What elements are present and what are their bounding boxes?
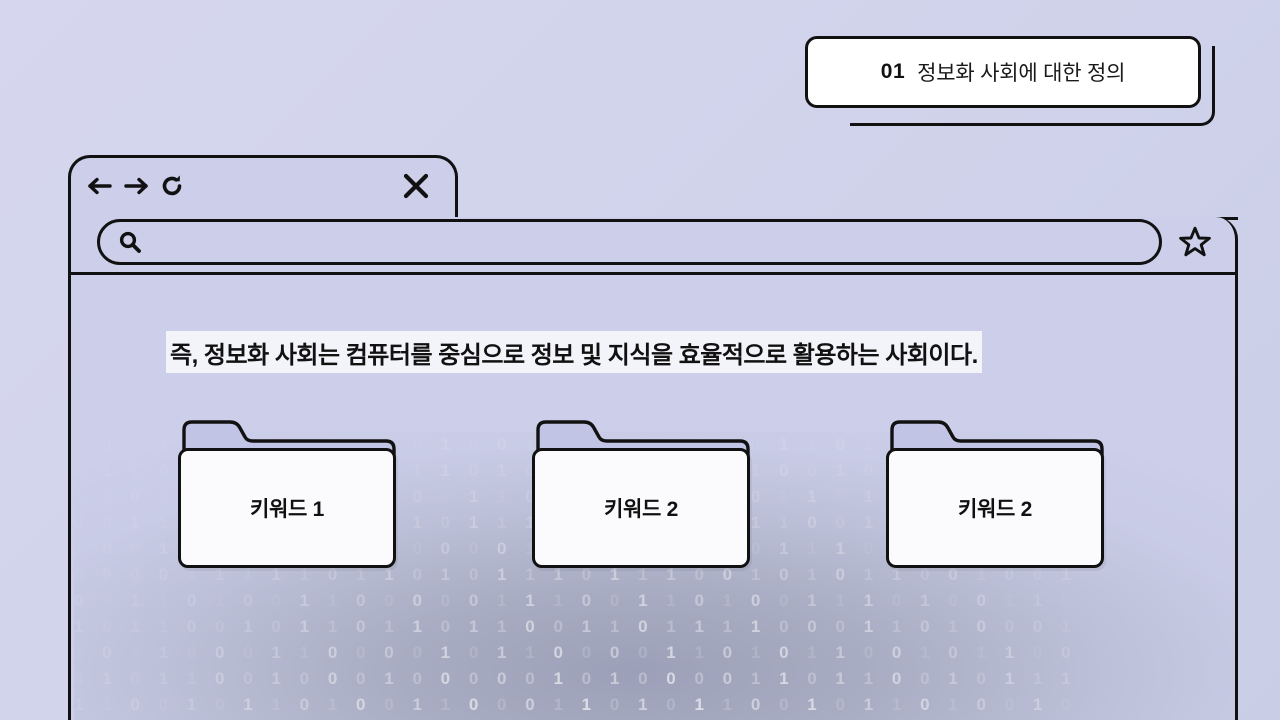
section-title-badge: 01 정보화 사회에 대한 정의 — [805, 36, 1215, 128]
arrow-left-icon[interactable] — [86, 172, 114, 200]
search-input[interactable] — [154, 232, 1058, 252]
star-icon[interactable] — [1178, 225, 1212, 259]
folder-front-panel: 키워드 2 — [886, 448, 1104, 568]
folder-label: 키워드 2 — [958, 498, 1032, 521]
browser-toolbar — [71, 212, 1235, 272]
folder-front-panel: 키워드 1 — [178, 448, 396, 568]
section-title: 정보화 사회에 대한 정의 — [917, 62, 1126, 85]
folder-card[interactable]: 키워드 1 — [176, 418, 398, 570]
browser-nav-controls — [86, 172, 186, 200]
section-number: 01 — [880, 60, 906, 83]
reload-icon[interactable] — [158, 172, 186, 200]
search-bar[interactable] — [97, 219, 1162, 265]
arrow-right-icon[interactable] — [122, 172, 150, 200]
folder-row: 키워드 1 키워드 2 키워드 2 — [176, 418, 1106, 573]
close-icon[interactable] — [400, 170, 432, 202]
headline-text: 즉, 정보화 사회는 컴퓨터를 중심으로 정보 및 지식을 효율적으로 활용하는… — [170, 341, 978, 369]
search-icon — [118, 230, 142, 254]
folder-card[interactable]: 키워드 2 — [530, 418, 752, 570]
folder-label: 키워드 1 — [250, 498, 324, 521]
tab-join-mask — [71, 215, 431, 221]
title-badge-box: 01 정보화 사회에 대한 정의 — [805, 36, 1201, 108]
folder-label: 키워드 2 — [604, 498, 678, 521]
toolbar-divider — [71, 272, 1235, 275]
folder-card[interactable]: 키워드 2 — [884, 418, 1106, 570]
headline-highlight: 즉, 정보화 사회는 컴퓨터를 중심으로 정보 및 지식을 효율적으로 활용하는… — [166, 331, 982, 373]
folder-front-panel: 키워드 2 — [532, 448, 750, 568]
